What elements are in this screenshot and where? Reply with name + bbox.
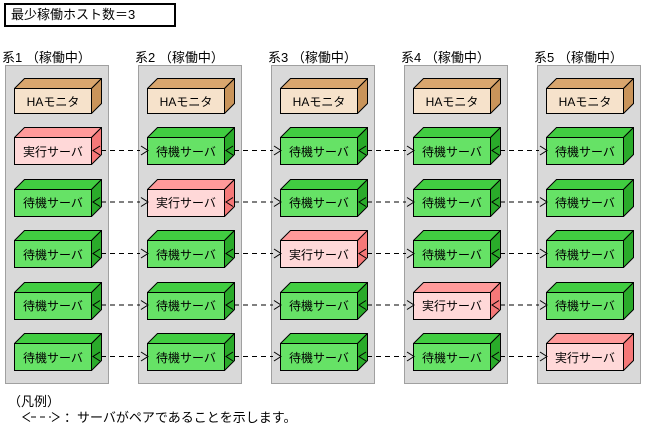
active-server-box-label: 実行サーバ: [23, 144, 83, 159]
standby-server-box: 待機サーバ: [413, 333, 501, 371]
standby-server-box: 待機サーバ: [413, 178, 501, 217]
standby-server-box: 待機サーバ: [413, 127, 501, 165]
standby-server-box: 待機サーバ: [280, 127, 368, 165]
standby-server-box-label: 待機サーバ: [156, 247, 216, 262]
system-panel-2: [138, 65, 242, 384]
ha-monitor-box: HAモニタ: [546, 78, 634, 114]
ha-monitor-box: HAモニタ: [14, 78, 102, 114]
standby-server-box: 待機サーバ: [147, 230, 235, 268]
standby-server-box-label: 待機サーバ: [555, 196, 615, 210]
standby-server-box: 待機サーバ: [14, 281, 102, 320]
active-server-box-label: 実行サーバ: [422, 299, 482, 313]
ha-monitor-box-label: HAモニタ: [558, 94, 612, 109]
standby-server-box: 待機サーバ: [280, 281, 368, 320]
legend-text: ：サーバがペアであることを示します。: [64, 410, 297, 425]
legend-line: ：サーバがペアであることを示します。: [20, 407, 296, 426]
standby-server-box-label: 待機サーバ: [289, 144, 349, 159]
system-panel-1: [5, 65, 109, 384]
system-panel-3: [271, 65, 375, 384]
column-header-1: 系1 （稼働中）: [2, 50, 91, 65]
min-running-hosts-title: 最少稼働ホスト数＝3: [4, 3, 176, 27]
standby-server-box-label: 待機サーバ: [289, 196, 349, 210]
standby-server-box-label: 待機サーバ: [156, 144, 216, 159]
ha-monitor-box: HAモニタ: [413, 78, 501, 114]
standby-server-box-label: 待機サーバ: [23, 350, 83, 365]
standby-server-box: 待機サーバ: [546, 281, 634, 320]
standby-server-box-label: 待機サーバ: [555, 144, 615, 159]
active-server-box-label: 実行サーバ: [555, 350, 615, 365]
standby-server-box-label: 待機サーバ: [422, 144, 482, 159]
standby-server-box-label: 待機サーバ: [23, 299, 83, 313]
standby-server-box: 待機サーバ: [14, 178, 102, 217]
ha-monitor-box-label: HAモニタ: [292, 94, 346, 109]
ha-monitor-box-label: HAモニタ: [26, 94, 80, 109]
standby-server-box: 待機サーバ: [546, 230, 634, 268]
active-server-box: 実行サーバ: [280, 230, 368, 268]
ha-monitor-box-label: HAモニタ: [159, 94, 213, 109]
column-header-5: 系5 （稼働中）: [534, 50, 623, 65]
active-server-box: 実行サーバ: [147, 178, 235, 217]
active-server-box: 実行サーバ: [14, 127, 102, 165]
active-server-box: 実行サーバ: [546, 333, 634, 371]
column-header-2: 系2 （稼働中）: [135, 50, 224, 65]
standby-server-box-label: 待機サーバ: [422, 196, 482, 210]
standby-server-box: 待機サーバ: [280, 178, 368, 217]
column-header-3: 系3 （稼働中）: [268, 50, 357, 65]
standby-server-box-label: 待機サーバ: [156, 350, 216, 365]
standby-server-box-label: 待機サーバ: [23, 247, 83, 262]
standby-server-box: 待機サーバ: [147, 281, 235, 320]
active-server-box-label: 実行サーバ: [289, 247, 349, 262]
standby-server-box-label: 待機サーバ: [156, 299, 216, 313]
standby-server-box-label: 待機サーバ: [23, 196, 83, 210]
standby-server-box: 待機サーバ: [14, 230, 102, 268]
standby-server-box-label: 待機サーバ: [555, 299, 615, 313]
system-panel-5: [537, 65, 641, 384]
standby-server-box-label: 待機サーバ: [289, 350, 349, 365]
standby-server-box: 待機サーバ: [546, 127, 634, 165]
standby-server-box-label: 待機サーバ: [289, 299, 349, 313]
ha-monitor-box: HAモニタ: [147, 78, 235, 114]
column-header-4: 系4 （稼働中）: [401, 50, 490, 65]
standby-server-box: 待機サーバ: [546, 178, 634, 217]
dashed-double-arrow-icon: [22, 411, 60, 422]
standby-server-box-label: 待機サーバ: [555, 247, 615, 262]
standby-server-box: 待機サーバ: [147, 333, 235, 371]
standby-server-box: 待機サーバ: [413, 230, 501, 268]
standby-server-box-label: 待機サーバ: [422, 350, 482, 365]
active-server-box-label: 実行サーバ: [156, 196, 216, 210]
standby-server-box: 待機サーバ: [280, 333, 368, 371]
ha-monitor-box: HAモニタ: [280, 78, 368, 114]
standby-server-box: 待機サーバ: [147, 127, 235, 165]
standby-server-box: 待機サーバ: [14, 333, 102, 371]
system-panel-4: [404, 65, 508, 384]
legend-heading: （凡例）: [8, 394, 61, 409]
standby-server-box-label: 待機サーバ: [422, 247, 482, 262]
ha-monitor-box-label: HAモニタ: [425, 94, 479, 109]
active-server-box: 実行サーバ: [413, 281, 501, 320]
